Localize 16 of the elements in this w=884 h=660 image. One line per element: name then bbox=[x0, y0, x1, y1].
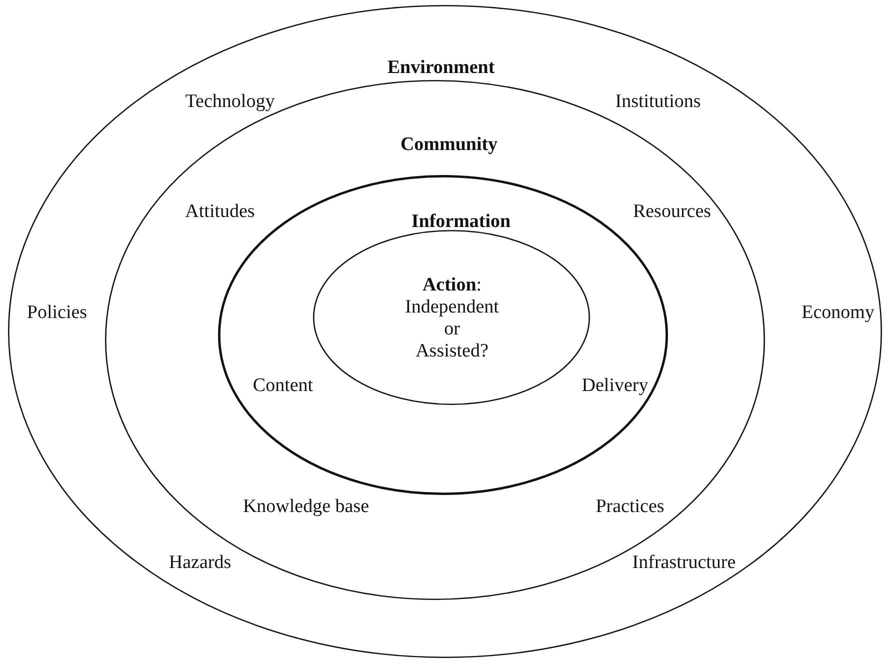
factor-label: Institutions bbox=[615, 91, 701, 113]
factor-label: Infrastructure bbox=[632, 552, 736, 574]
factor-label: Resources bbox=[632, 201, 712, 223]
factor-label: Economy bbox=[802, 302, 874, 324]
factor-label: Practices bbox=[596, 496, 664, 518]
factor-label: Knowledge base bbox=[242, 496, 370, 518]
ring-heading: Environment bbox=[387, 57, 495, 79]
factor-label: Policies bbox=[26, 302, 88, 324]
factor-label: Content bbox=[252, 375, 314, 397]
centre-text: Action: Independent or Assisted? bbox=[405, 274, 499, 362]
factor-label: Attitudes bbox=[185, 201, 255, 223]
factor-label: Delivery bbox=[582, 375, 648, 397]
factor-label: Technology bbox=[185, 91, 275, 113]
factor-label: Hazards bbox=[168, 552, 232, 574]
ring-heading: Community bbox=[400, 134, 498, 156]
ring-heading: Information bbox=[411, 211, 511, 233]
